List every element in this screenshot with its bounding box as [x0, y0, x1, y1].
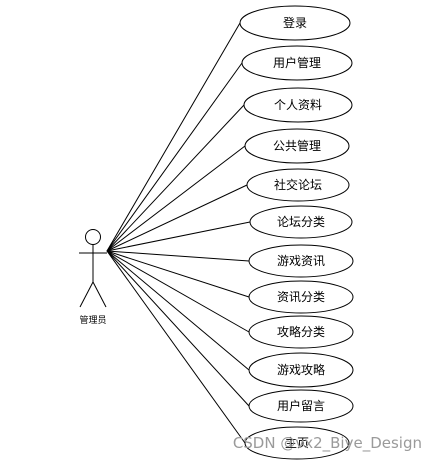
- use-case: 资讯分类: [248, 280, 354, 314]
- use-case: 游戏攻略: [248, 352, 354, 388]
- association-line: [106, 250, 250, 333]
- use-case-ellipse: [244, 128, 350, 164]
- use-case-label: 游戏资讯: [277, 254, 325, 268]
- use-case-label: 用户留言: [277, 398, 325, 413]
- association-line: [106, 145, 246, 252]
- actor-left-leg: [79, 281, 94, 308]
- use-case-ellipses: 登录用户管理个人资料公共管理社交论坛论坛分类游戏资讯资讯分类攻略分类游戏攻略用户…: [239, 5, 354, 460]
- use-case-ellipse: [244, 426, 350, 460]
- use-case-ellipse: [248, 315, 354, 349]
- watermark: CSDN @vx2_Biye_Design: [233, 434, 422, 453]
- use-case: 游戏资讯: [248, 244, 354, 278]
- use-case: 公共管理: [244, 128, 350, 164]
- use-case-label: 论坛分类: [277, 215, 325, 229]
- use-case-label: 游戏攻略: [277, 362, 325, 377]
- use-case-ellipse: [248, 244, 354, 278]
- association-line: [106, 250, 246, 444]
- actor-right-leg: [92, 281, 107, 308]
- actor-label: 管理员: [79, 314, 106, 326]
- association-line: [106, 22, 241, 252]
- use-case-label: 公共管理: [273, 138, 321, 153]
- use-case: 攻略分类: [248, 315, 354, 349]
- use-case: 主页: [244, 426, 350, 460]
- use-case-label: 攻略分类: [277, 324, 325, 339]
- use-case-label: 资讯分类: [277, 290, 325, 304]
- use-case: 个人资料: [243, 87, 353, 123]
- use-case-ellipse: [246, 168, 350, 202]
- use-case: 用户管理: [241, 45, 353, 81]
- use-case: 登录: [239, 5, 351, 41]
- use-case: 论坛分类: [249, 205, 353, 239]
- use-case-ellipse: [248, 389, 354, 423]
- association-line: [106, 250, 250, 262]
- association-lines: [106, 22, 251, 444]
- use-case-ellipse: [248, 352, 354, 388]
- association-line: [106, 62, 243, 252]
- association-line: [106, 184, 248, 252]
- association-line: [106, 250, 250, 298]
- actor-figure: [79, 229, 107, 308]
- use-case: 社交论坛: [246, 168, 350, 202]
- use-case-label: 社交论坛: [274, 177, 322, 192]
- association-line: [106, 250, 250, 407]
- association-line: [106, 250, 250, 371]
- association-line: [106, 104, 245, 252]
- use-case-ellipse: [249, 205, 353, 239]
- use-case-ellipse: [239, 5, 351, 41]
- use-case-label: 个人资料: [274, 98, 322, 112]
- use-case-ellipse: [243, 87, 353, 123]
- actor-head: [85, 229, 101, 245]
- use-case: 用户留言: [248, 389, 354, 423]
- use-case-ellipse: [248, 280, 354, 314]
- use-case-ellipse: [241, 45, 353, 81]
- use-case-label: 主页: [285, 436, 309, 450]
- use-case-label: 用户管理: [273, 55, 321, 70]
- association-line: [106, 221, 251, 252]
- use-case-label: 登录: [283, 15, 307, 30]
